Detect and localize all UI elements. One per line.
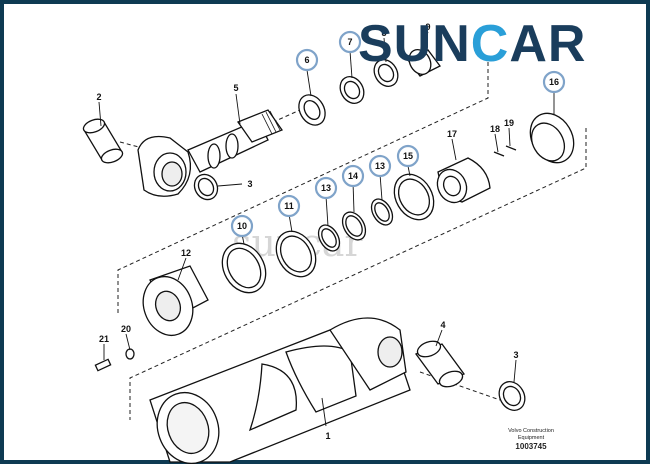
callout-9: 9 [425,22,430,32]
footer-code: 1003745 [515,442,547,451]
seal-part-6 [298,94,326,126]
callout-18: 18 [490,124,500,134]
callout-16: 16 [549,77,559,87]
bushing-part-2 [82,118,124,164]
cylinder-head-part-12 [142,265,209,337]
callout-19: 19 [504,118,514,128]
highlight-circle-14 [341,164,365,188]
callout-10: 10 [237,221,247,231]
screw-part-21 [94,358,112,372]
highlight-circle-6 [295,48,319,72]
callout-13-right: 13 [375,161,385,171]
callout-4: 4 [440,320,445,330]
callout-14: 14 [348,171,358,181]
pin-part-18-19 [493,145,517,157]
bottom-row-parts [149,317,526,464]
oring-part-13-left [317,224,341,252]
oring-part-11 [275,230,317,278]
brand-logo-accent: C [470,15,510,73]
oring-part-14 [341,211,367,241]
ring-part-3-lower [498,381,526,411]
callout-17: 17 [447,129,457,139]
brand-logo-right: AR [509,15,587,73]
highlight-circle-13-right [368,154,392,178]
piston-part-17 [436,157,491,204]
bushing-part-4 [414,340,466,388]
highlight-circle-16 [542,70,566,94]
leader-lines [98,31,555,427]
callout-labels: 1 2 3 3 4 5 6 7 8 9 10 11 12 13 13 14 15… [96,22,559,441]
oring-part-13-right [370,198,394,226]
callout-7: 7 [347,37,352,47]
seal-part-8 [373,59,399,87]
ring-part-16 [529,112,575,164]
seal-part-7 [339,76,365,104]
callout-6: 6 [304,55,309,65]
footer-block: Volvo Construction Equipment 1003745 [508,428,554,451]
callout-1: 1 [325,431,330,441]
rod-eye [137,135,192,197]
ring-part-3-upper [193,173,219,201]
callout-12: 12 [181,248,191,258]
footer-line-2: Equipment [518,435,545,441]
callout-8: 8 [381,28,386,38]
callout-3-lower: 3 [513,350,518,360]
brand-logo: SUNCAR [358,14,586,74]
callout-15: 15 [403,151,413,161]
oring-part-10 [221,242,267,294]
callout-21: 21 [99,334,109,344]
highlight-circle-13-left [314,176,338,200]
callout-20: 20 [121,324,131,334]
cylinder-tube-part-1 [149,317,411,464]
callout-11: 11 [284,201,294,211]
callout-13-left: 13 [321,183,331,193]
guide-part-9 [407,49,441,77]
oring-part-15 [393,173,435,221]
brand-logo-left: SUN [358,15,471,73]
callout-5: 5 [233,83,238,93]
highlight-circle-10 [230,214,254,238]
highlight-circle-11 [277,194,301,218]
callout-3-upper: 3 [247,179,252,189]
middle-row-parts [94,112,575,372]
threaded-end-part-5 [236,109,284,143]
highlight-circle-15 [396,144,420,168]
washer-part-20 [125,348,135,360]
footer-line-1: Volvo Construction [508,428,554,434]
highlight-circle-7 [338,30,362,54]
callout-2: 2 [96,92,101,102]
top-row-parts [82,49,441,201]
highlight-circles [230,30,566,238]
